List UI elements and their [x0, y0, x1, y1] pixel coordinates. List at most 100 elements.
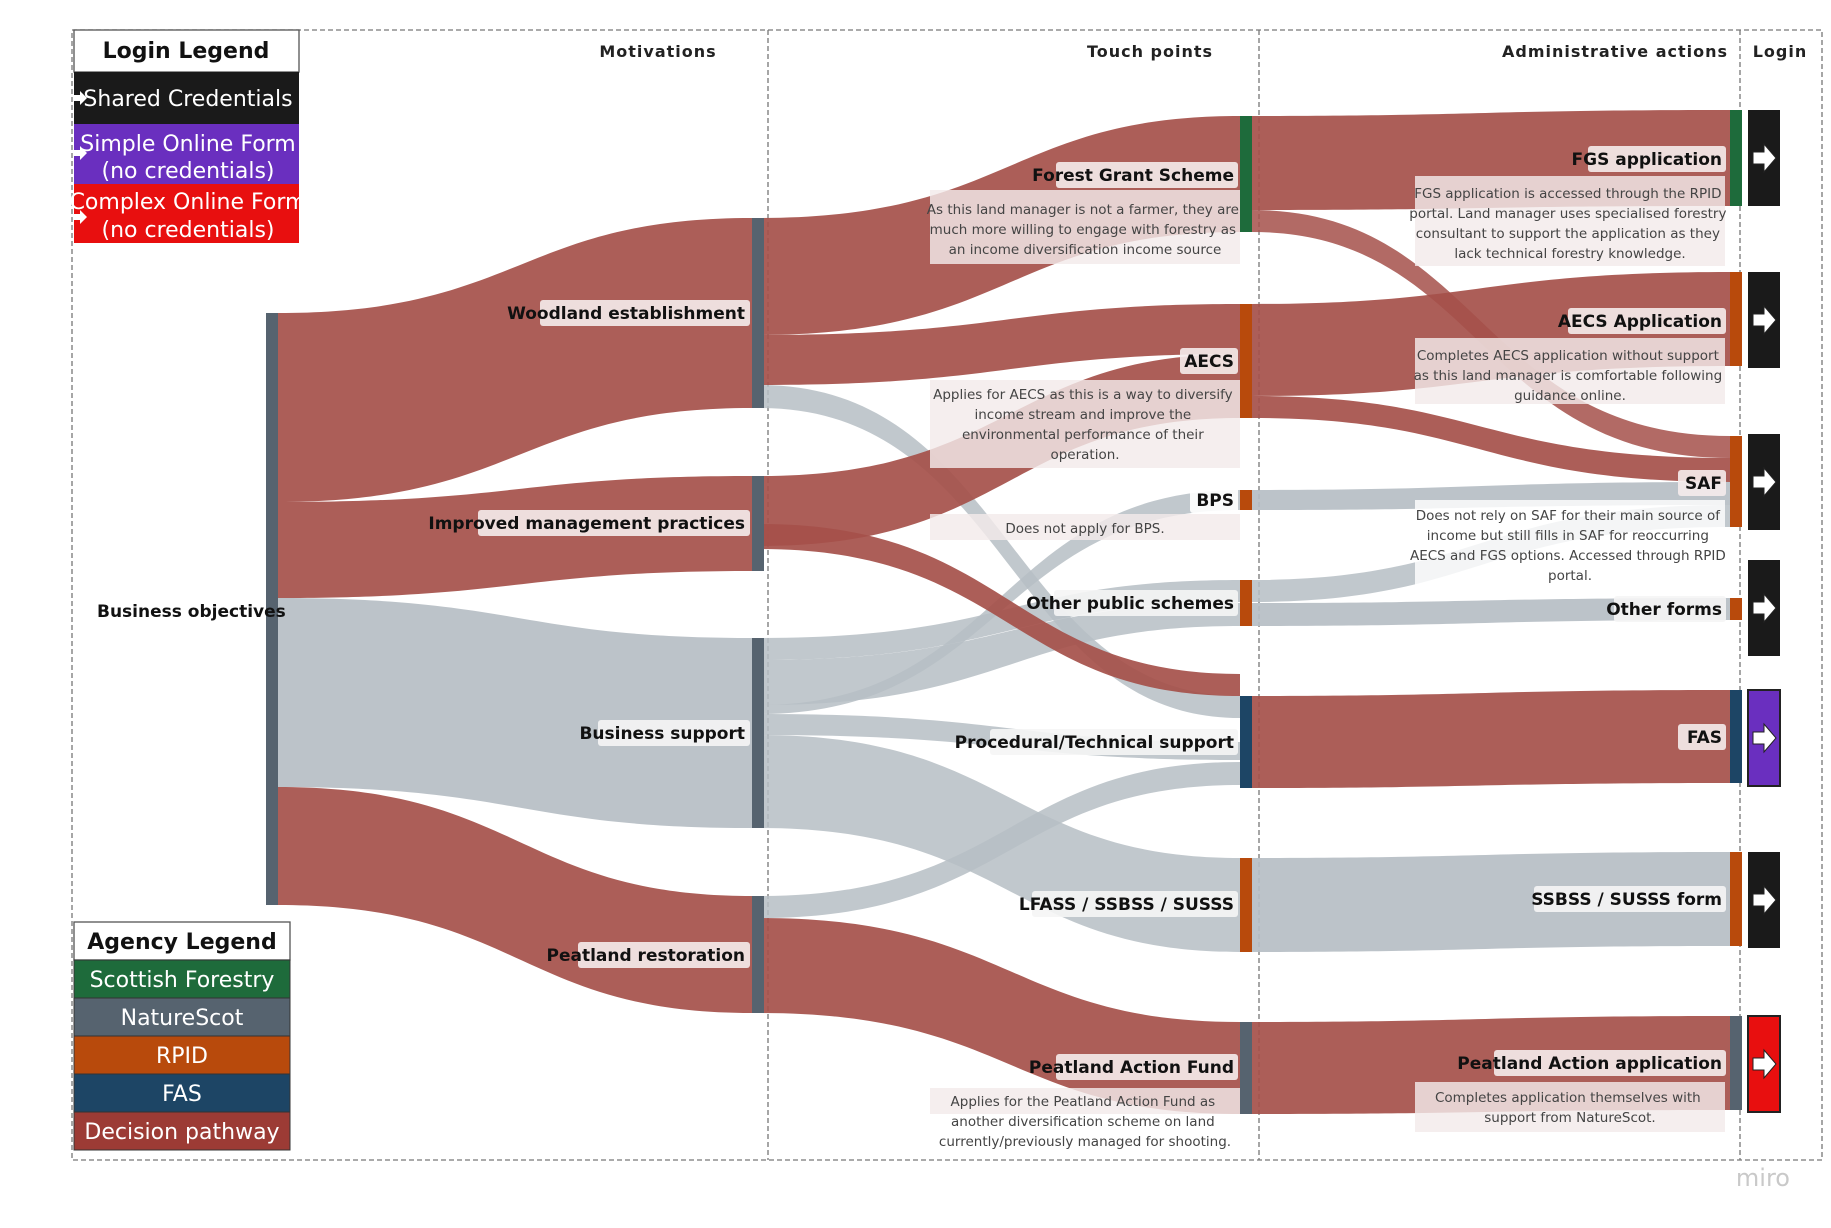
login-aecs[interactable]	[1748, 272, 1780, 368]
node-fas	[1730, 690, 1742, 783]
node-improved	[752, 476, 764, 571]
right-arrow-icon	[74, 91, 87, 105]
flow-woodland-proc	[760, 385, 1240, 718]
login-legend: Login Legend Shared Credentials Simple O…	[70, 29, 307, 243]
diagram-border	[71, 29, 1823, 1161]
right-arrow-icon	[1752, 466, 1777, 498]
label-saf: SAF	[1685, 474, 1722, 494]
login-saf[interactable]	[1748, 434, 1780, 530]
legend-simple-form	[74, 124, 299, 184]
agency-legend-title: Agency Legend	[87, 930, 276, 955]
column-header-motivations: Motivations	[599, 42, 716, 61]
login-paf[interactable]	[1747, 1015, 1781, 1113]
legend-fas-label: FAS	[162, 1082, 202, 1107]
node-other-public	[1240, 580, 1252, 626]
label-peatland-restoration: Peatland restoration	[546, 946, 745, 966]
flow-root-improved	[278, 476, 752, 598]
node-fgs	[1240, 116, 1252, 232]
legend-shared-label: Shared Credentials	[83, 87, 292, 112]
miro-watermark: miro	[1736, 1164, 1790, 1192]
flow-proc-fas	[1252, 690, 1730, 788]
label-other-public-schemes: Other public schemes	[1026, 594, 1234, 614]
node-woodland	[752, 218, 764, 408]
legend-scottish-forestry-label: Scottish Forestry	[90, 968, 275, 993]
node-bps	[1240, 490, 1252, 510]
label-peatland-action-application: Peatland Action application	[1457, 1054, 1722, 1074]
notes: As this land manager is not a farmer, th…	[927, 176, 1730, 1150]
legend-naturescot-label: NatureScot	[121, 1006, 244, 1031]
legend-complex-form	[74, 184, 299, 243]
note-paf-tp: Applies for the Peatland Action Fund as …	[939, 1094, 1231, 1150]
label-peatland-action-fund: Peatland Action Fund	[1029, 1058, 1234, 1078]
flow-aecs-saf	[1252, 396, 1730, 482]
node-aecs-app	[1730, 272, 1742, 366]
label-ssbss-form: SSBSS / SUSSS form	[1531, 890, 1722, 910]
label-other-forms: Other forms	[1606, 600, 1722, 620]
node-paf	[1240, 1022, 1252, 1114]
node-fgs-app	[1730, 110, 1742, 206]
node-labels: Business objectives Woodland establishme…	[97, 146, 1726, 1080]
label-business-support: Business support	[579, 724, 745, 744]
right-arrow-icon	[1752, 1048, 1777, 1080]
right-arrow-icon	[1752, 304, 1777, 336]
label-procedural-support: Procedural/Technical support	[955, 733, 1234, 753]
note-paf-aa: Completes application themselves with su…	[1435, 1090, 1705, 1126]
login-other-forms[interactable]	[1748, 560, 1780, 656]
flow-lfass-ssbss	[1252, 852, 1730, 952]
node-lfass	[1240, 858, 1252, 952]
legend-complex-sublabel: (no credentials)	[102, 218, 275, 243]
login-ssbss[interactable]	[1748, 852, 1780, 948]
legend-simple-label: Simple Online Form	[80, 132, 296, 157]
right-arrow-icon	[1752, 142, 1777, 174]
node-aecs	[1240, 304, 1252, 418]
label-woodland-establishment: Woodland establishment	[507, 304, 745, 324]
flow-woodland-aecs	[760, 304, 1240, 385]
node-business-objectives	[266, 313, 278, 905]
flow-root-business	[278, 598, 752, 828]
label-fas: FAS	[1687, 728, 1722, 748]
legend-rpid	[73, 1035, 291, 1075]
flow-peatland-paf	[760, 918, 1240, 1114]
node-proc	[1240, 696, 1252, 788]
note-aecs-tp: Applies for AECS as this is a way to div…	[933, 387, 1237, 463]
label-forest-grant-scheme: Forest Grant Scheme	[1032, 166, 1234, 186]
legend-decision-pathway-label: Decision pathway	[84, 1120, 279, 1145]
column-header-administrative-actions: Administrative actions	[1502, 42, 1728, 61]
legend-fas	[73, 1073, 291, 1113]
label-improved-management: Improved management practices	[428, 514, 745, 534]
legend-simple-sublabel: (no credentials)	[102, 159, 275, 184]
legend-decision-pathway	[73, 1111, 291, 1151]
legend-shared-credentials	[74, 72, 299, 124]
legend-naturescot	[73, 997, 291, 1037]
login-fas[interactable]	[1747, 689, 1781, 787]
node-bars	[266, 110, 1742, 1114]
label-lfass: LFASS / SSBSS / SUSSS	[1019, 895, 1234, 915]
legend-rpid-label: RPID	[156, 1044, 208, 1069]
note-saf-aa: Does not rely on SAF for their main sour…	[1410, 508, 1730, 584]
legend-complex-label: Complex Online Form	[70, 190, 307, 215]
flow-other-otherforms	[1252, 598, 1730, 626]
right-arrow-icon	[74, 210, 87, 224]
label-fgs-application: FGS application	[1572, 150, 1722, 170]
node-paf-app	[1730, 1016, 1742, 1110]
note-fgs-aa: FGS application is accessed through the …	[1409, 186, 1730, 262]
flow-peatland-proc	[760, 762, 1240, 918]
right-arrow-icon	[1752, 592, 1777, 624]
legend-scottish-forestry	[73, 959, 291, 999]
login-fgs[interactable]	[1748, 110, 1780, 206]
flow-root-woodland	[278, 218, 752, 502]
label-business-objectives: Business objectives	[97, 602, 286, 622]
column-header-touch-points: Touch points	[1087, 42, 1213, 61]
right-arrow-icon	[74, 146, 87, 160]
node-saf	[1730, 436, 1742, 527]
note-bps-tp: Does not apply for BPS.	[1005, 521, 1164, 537]
flow-improved-proc	[760, 524, 1240, 696]
flow-business-other-public	[760, 603, 1240, 705]
label-aecs-application: AECS Application	[1558, 312, 1722, 332]
right-arrow-icon	[1752, 722, 1777, 754]
node-peatland	[752, 896, 764, 1013]
note-aecs-aa: Completes AECS application without suppo…	[1414, 348, 1727, 404]
label-bps: BPS	[1196, 491, 1234, 511]
node-business	[752, 638, 764, 828]
